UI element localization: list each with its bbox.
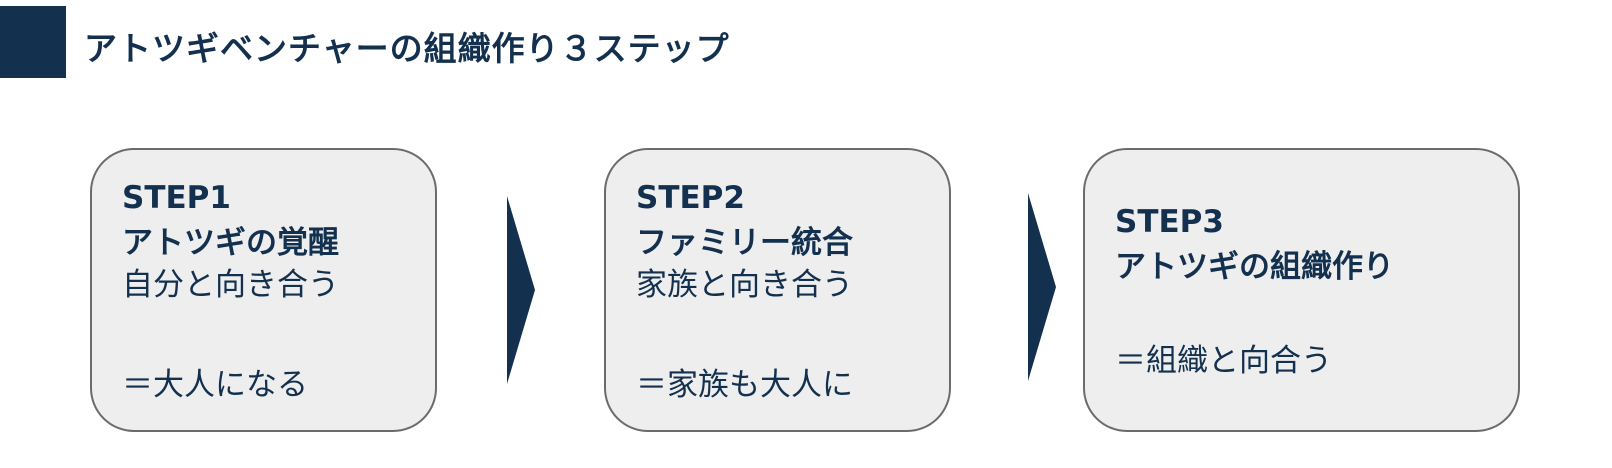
step2-sub: 家族と向き合う (636, 267, 853, 303)
step3-result: ＝組織と向合う (1115, 343, 1332, 379)
step1-label: STEP1 (122, 180, 231, 216)
page-title: アトツギベンチャーの組織作り３ステップ (84, 29, 730, 68)
step2-box: STEP2 ファミリー統合 家族と向き合う ＝家族も大人に (604, 148, 951, 432)
step3-box: STEP3 アトツギの組織作り ＝組織と向合う (1083, 148, 1520, 432)
step1-result: ＝大人になる (122, 367, 308, 403)
step2-label: STEP2 (636, 180, 745, 216)
step2-name: ファミリー統合 (636, 225, 853, 261)
step1-name: アトツギの覚醒 (122, 225, 339, 261)
title-accent-block (0, 6, 66, 78)
step1-box: STEP1 アトツギの覚醒 自分と向き合う ＝大人になる (90, 148, 437, 432)
arrow-right-icon (507, 196, 535, 384)
step1-sub: 自分と向き合う (122, 267, 339, 303)
step3-name: アトツギの組織作り (1115, 249, 1394, 285)
step2-result: ＝家族も大人に (636, 367, 853, 403)
arrow-right-icon (1028, 193, 1056, 381)
step3-label: STEP3 (1115, 204, 1224, 240)
